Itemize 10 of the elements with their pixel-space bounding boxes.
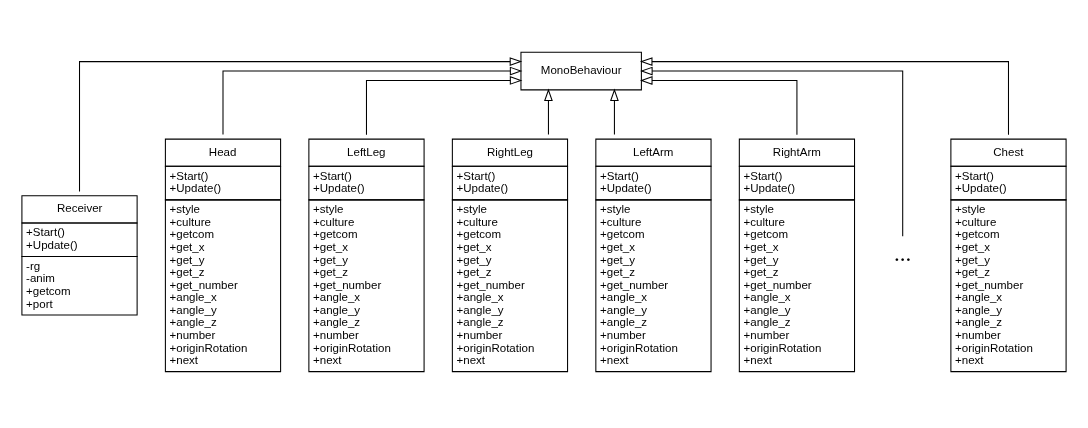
node-box: MonoBehaviour [520,51,642,91]
arrow [79,57,523,192]
arrow [365,76,523,136]
arrow [640,66,904,237]
arrow [639,57,1009,136]
arrow [222,66,523,135]
arrow [544,88,553,135]
node-text: ... [894,240,912,267]
arrow [610,88,619,135]
arrow [640,76,798,136]
